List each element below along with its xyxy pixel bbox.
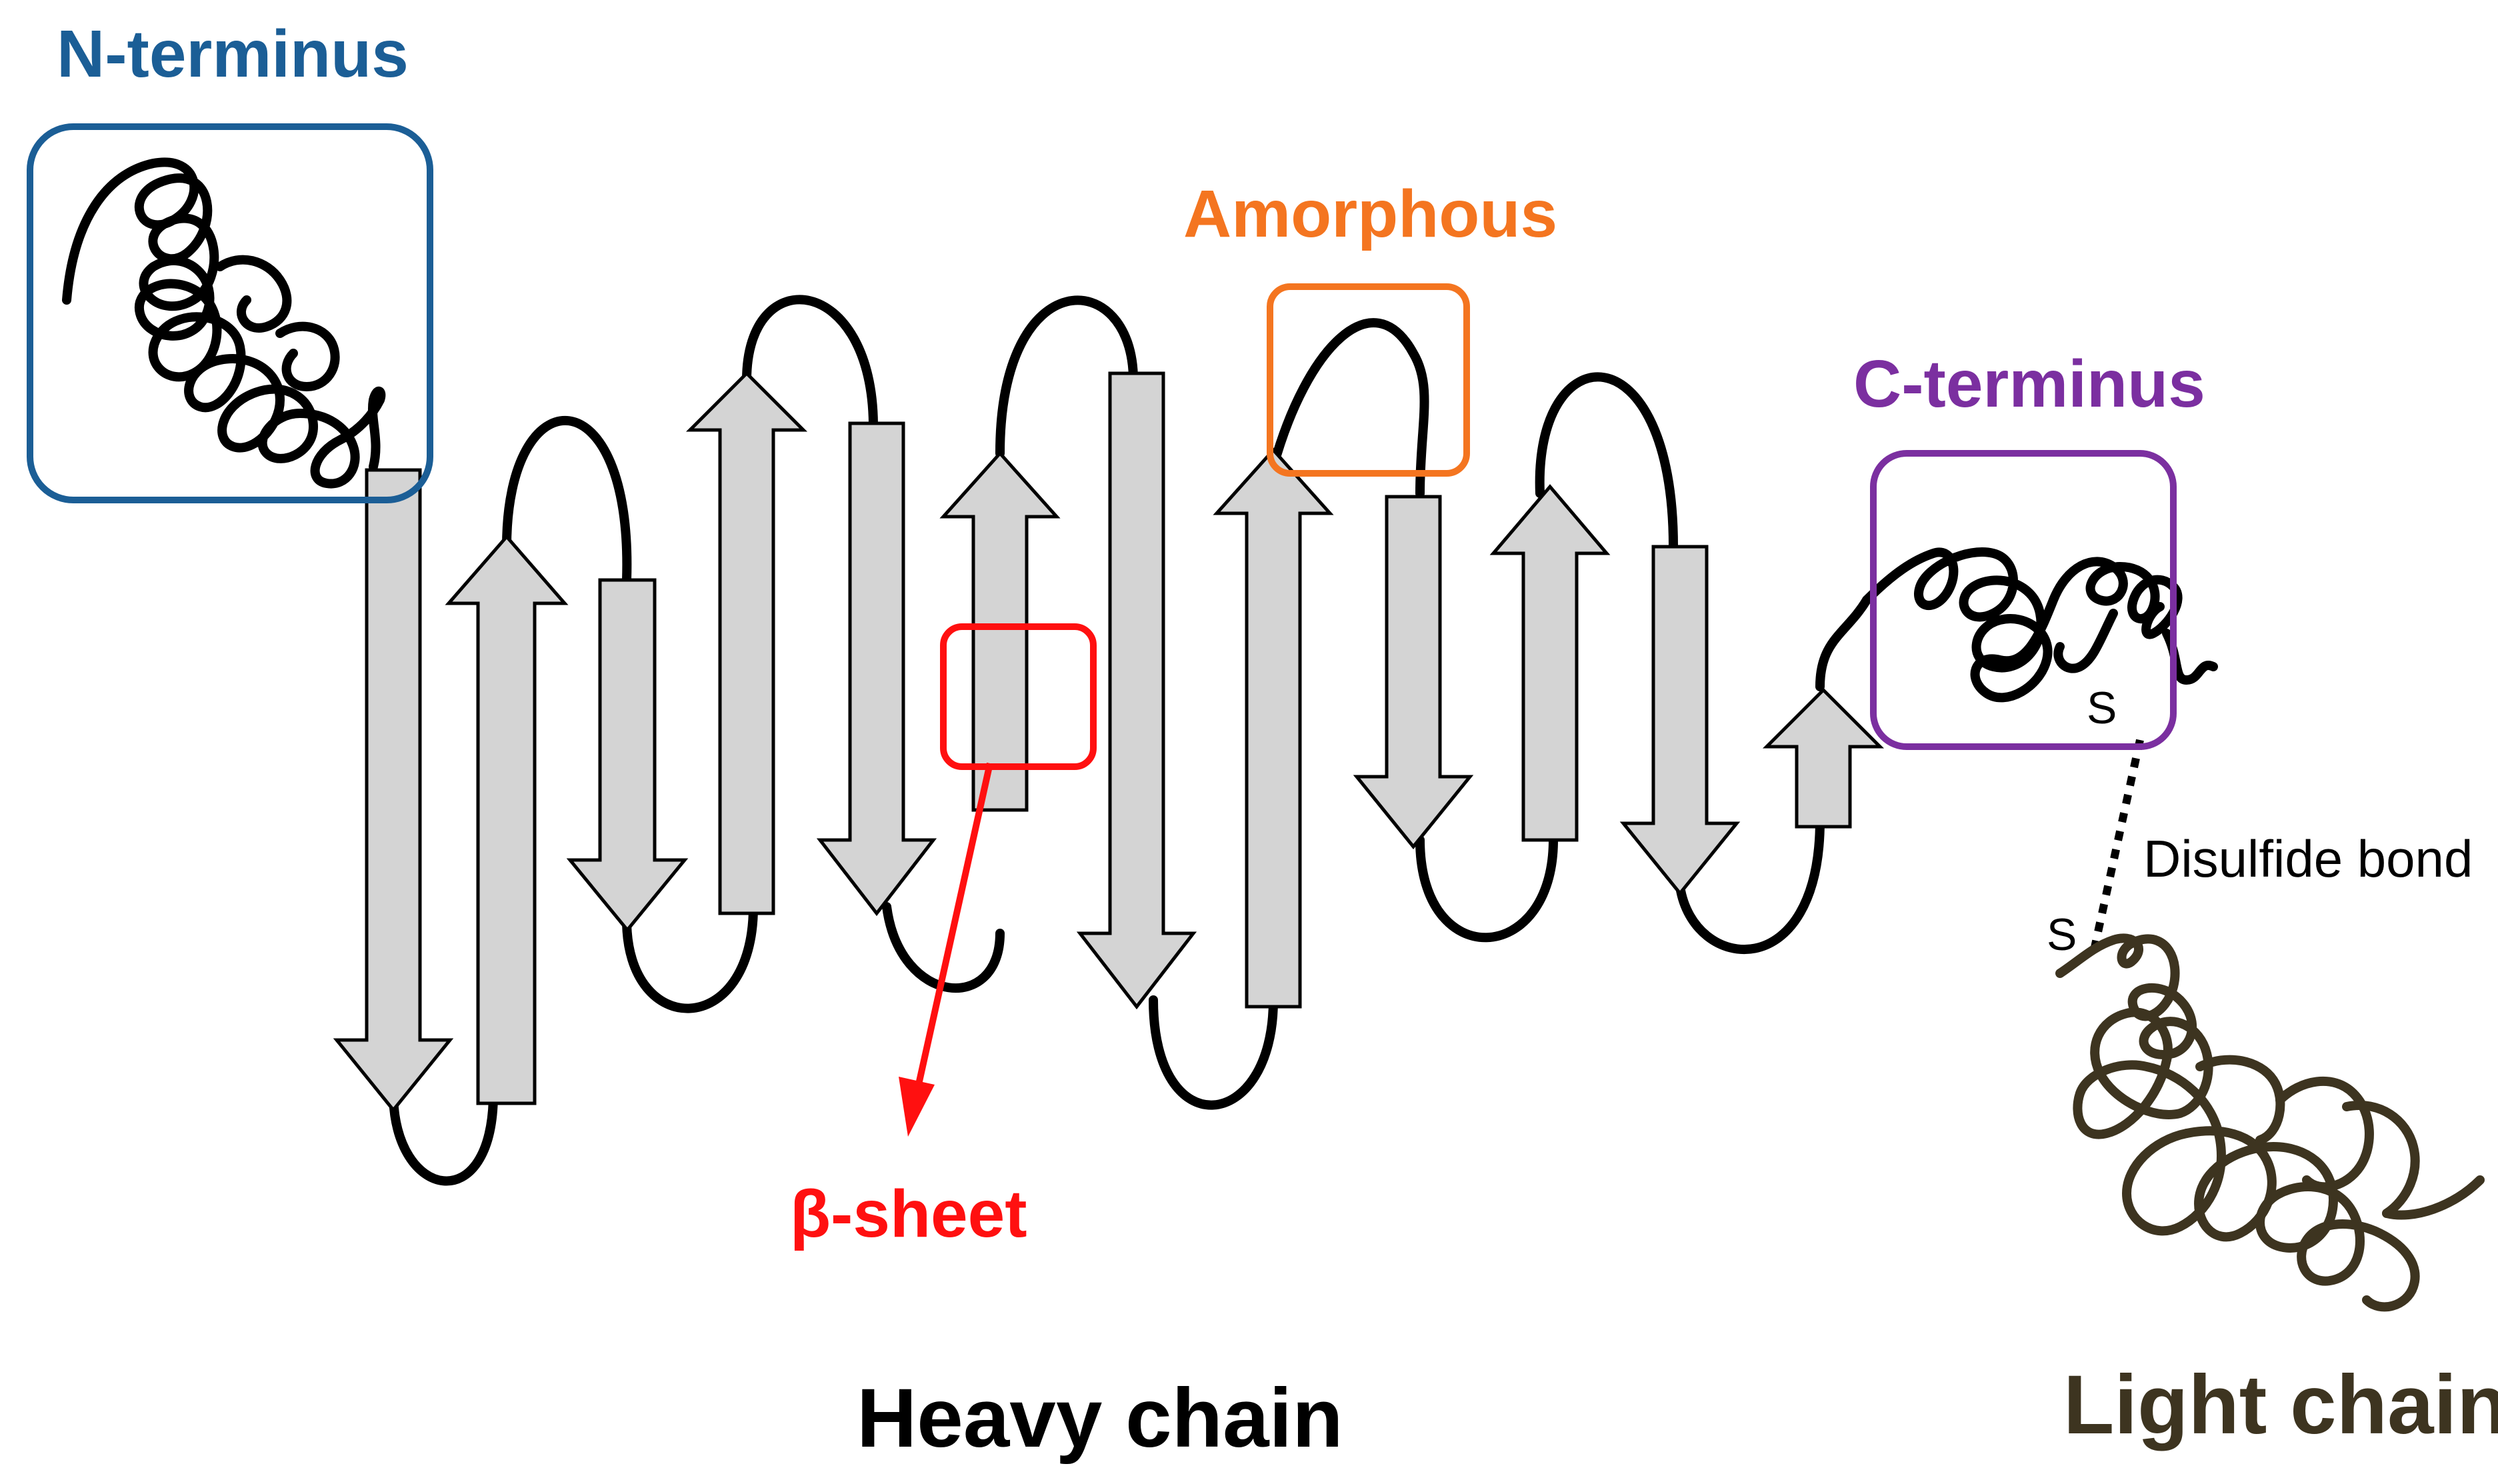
beta-strand-10 — [1489, 484, 1611, 842]
beta-strand-1 — [333, 468, 454, 1113]
c-terminus-coil — [1862, 547, 2218, 703]
heavy-chain-label: Heavy chain — [857, 1372, 1343, 1465]
disulfide-bond-label: Disulfide bond — [2143, 829, 2473, 888]
disulfide-bond-line — [2089, 739, 2144, 955]
beta-sheet-label: β-sheet — [790, 1177, 1027, 1251]
beta-strand-9 — [1353, 495, 1474, 849]
beta-strand-11 — [1619, 545, 1741, 896]
n-terminus-coil — [62, 157, 386, 489]
beta-strand-3 — [566, 578, 689, 933]
beta-strands — [333, 371, 1885, 1113]
beta-strand-12 — [1762, 687, 1885, 829]
beta-strand-7 — [1076, 371, 1197, 1010]
beta-strand-5 — [816, 421, 937, 917]
light-chain-coil — [2055, 933, 2485, 1312]
c-terminus-box — [1870, 450, 2177, 750]
beta-sheet-pointer-line — [913, 762, 993, 1095]
amorphous-label: Amorphous — [1183, 177, 1557, 251]
beta-sheet-pointer-head — [899, 1077, 935, 1137]
amorphous-box — [1267, 283, 1470, 477]
s-upper-label: S — [2087, 683, 2117, 733]
beta-strand-8 — [1213, 447, 1334, 1009]
beta-strand-2 — [445, 534, 569, 1105]
n-terminus-label: N-terminus — [57, 17, 409, 91]
n-terminus-box — [27, 123, 433, 503]
light-chain-label: Light chain — [2063, 1359, 2498, 1451]
s-lower-label: S — [2047, 909, 2077, 960]
heavy-chain-loops — [389, 295, 1871, 1186]
beta-strand-6 — [939, 451, 1061, 812]
beta-sheet-box — [940, 623, 1097, 770]
beta-strand-4 — [685, 371, 808, 915]
c-terminus-label: C-terminus — [1853, 347, 2205, 421]
